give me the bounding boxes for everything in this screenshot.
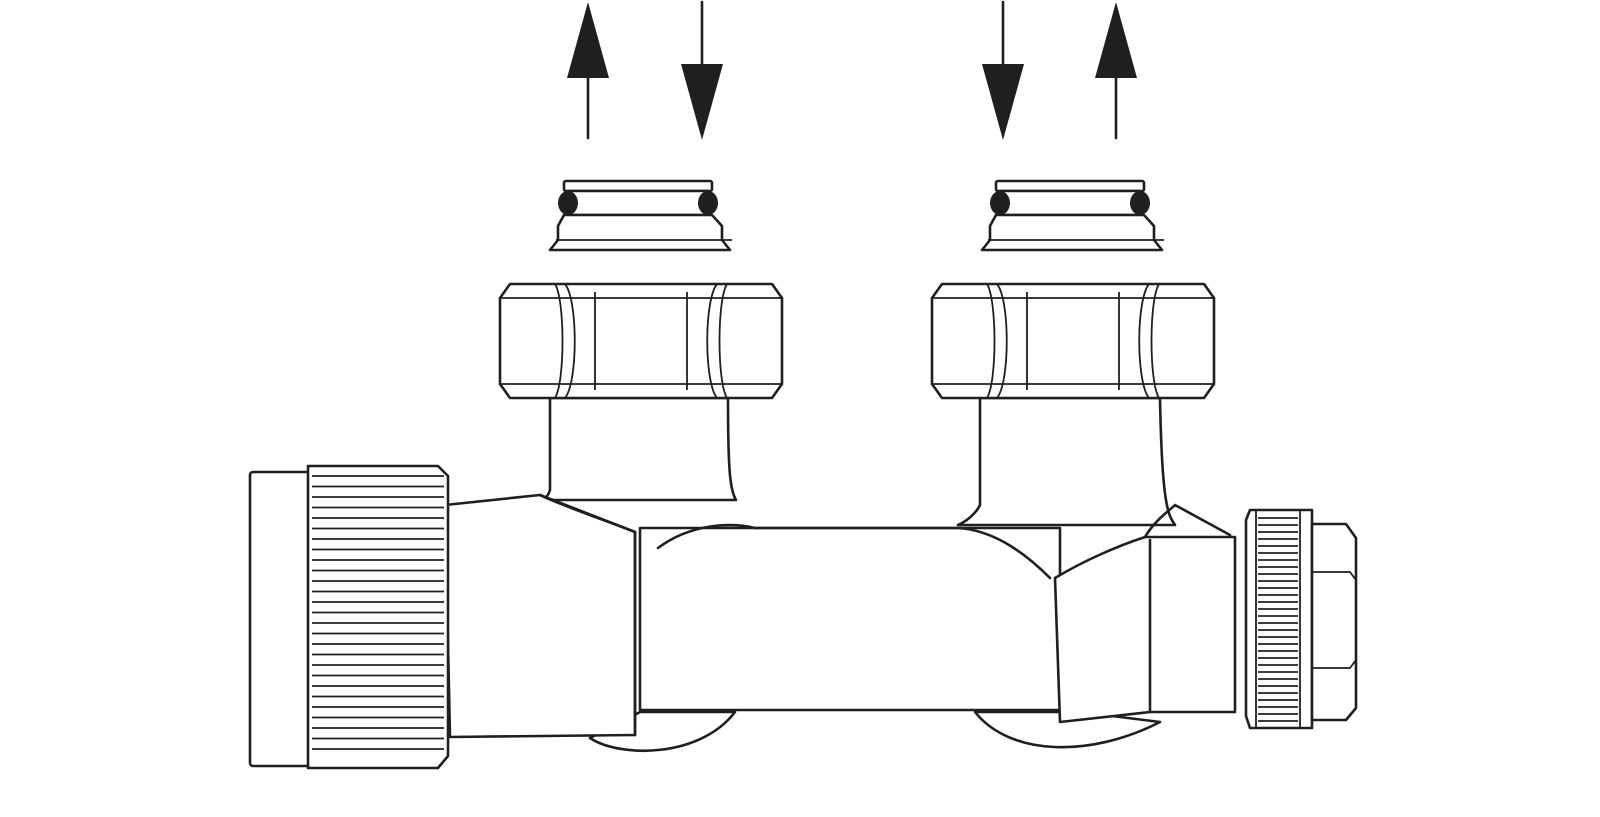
flow-arrow-down-right-inner <box>982 0 1024 140</box>
flow-arrow-up-right-outer <box>1095 2 1137 140</box>
ring-knurl-lines <box>1258 517 1298 722</box>
union-nut-left <box>498 282 784 400</box>
insert-right <box>980 179 1164 252</box>
end-fitting-right <box>1244 508 1358 730</box>
knurled-cap-left <box>248 464 450 770</box>
knurl-lines <box>312 475 444 750</box>
insert-left <box>548 179 732 252</box>
union-nut-right <box>930 282 1216 400</box>
manifold-body <box>443 396 1237 739</box>
flow-arrow-down-left-inner <box>681 0 723 140</box>
body-lobe-bottom-right <box>973 710 1162 749</box>
flow-arrow-up-left-outer <box>567 2 609 140</box>
